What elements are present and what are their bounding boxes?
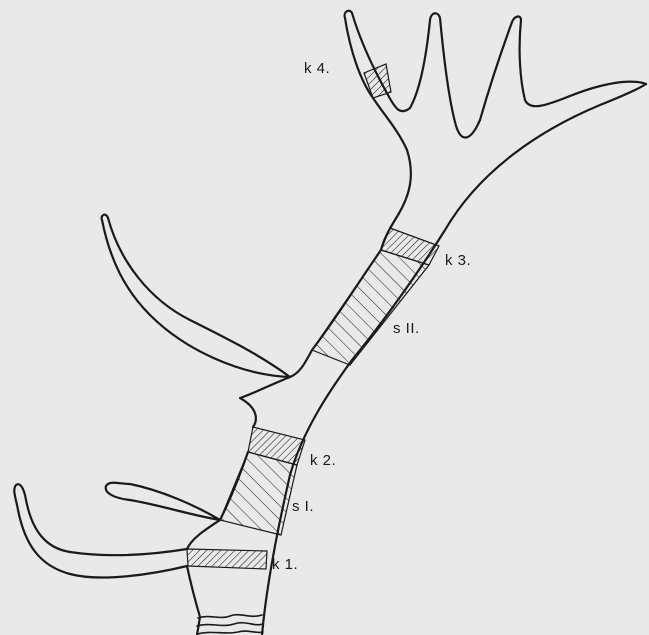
label-k4: k 4. xyxy=(304,60,330,77)
label-k2: k 2. xyxy=(310,452,336,469)
zone-k1 xyxy=(187,549,267,569)
label-k3: k 3. xyxy=(445,252,471,269)
label-k1: k 1. xyxy=(272,556,298,573)
label-s1: s I. xyxy=(292,498,314,515)
label-s2: s II. xyxy=(393,320,420,337)
